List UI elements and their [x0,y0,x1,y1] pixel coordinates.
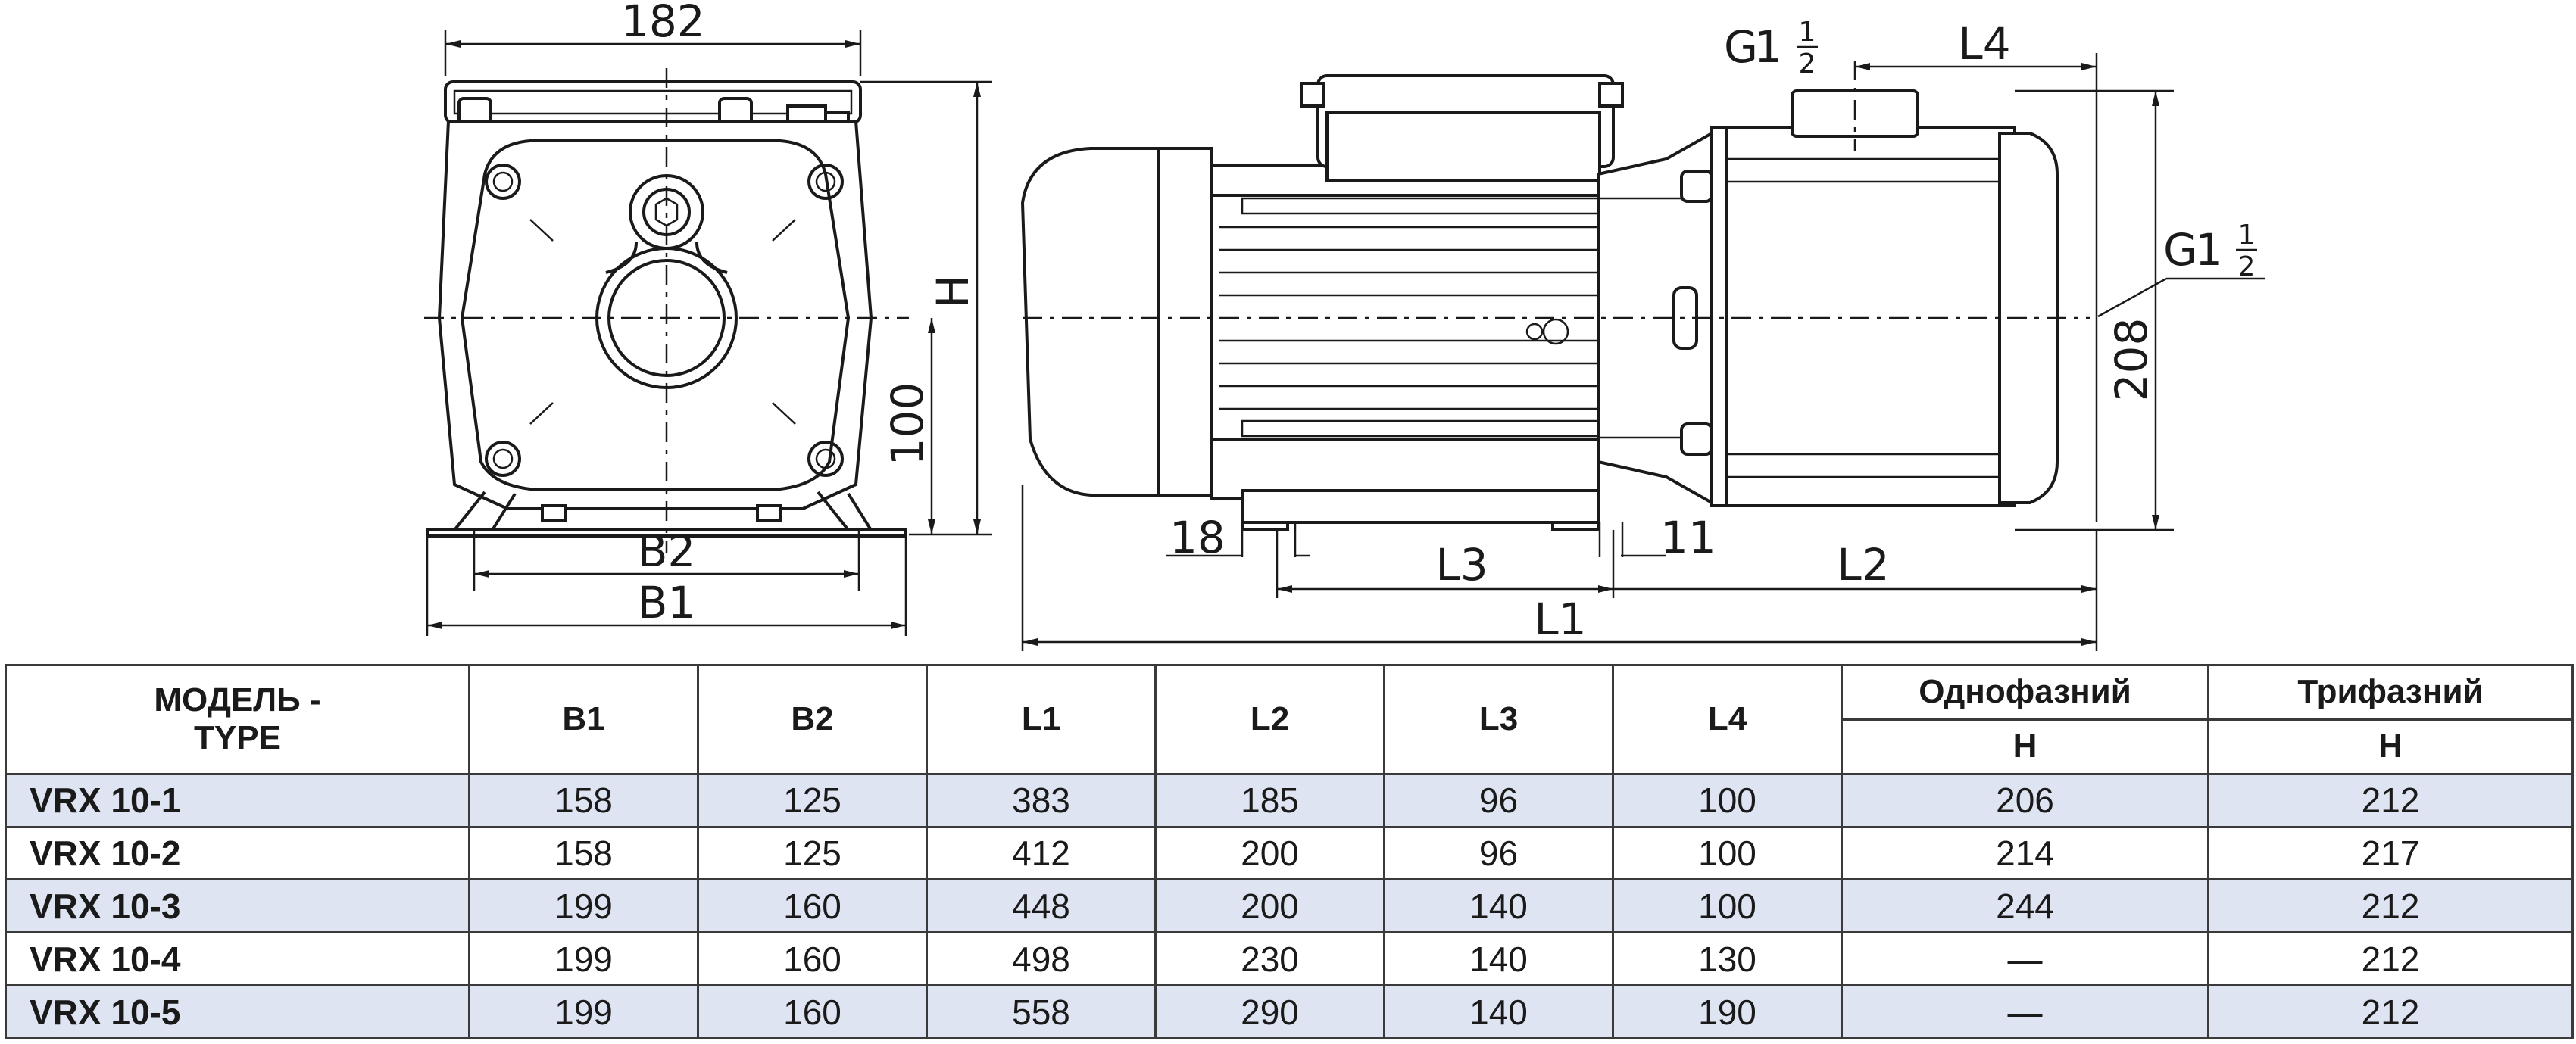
inlet-thread-label: G [2163,224,2197,276]
header-l2: L2 [1154,664,1385,775]
header-single-h: H [1841,718,2209,775]
svg-text:1: 1 [1799,17,1816,48]
dim-208-label: 208 [2106,318,2157,402]
technical-drawing: 182 H 100 B2 B1 [424,0,2265,651]
header-l3: L3 [1383,664,1614,775]
dim-l2-label: L2 [1837,539,1889,591]
header-three-phase: Трифазний [2207,664,2574,721]
dim-l1-label: L1 [1534,594,1586,645]
dim-b2-label: B2 [638,525,696,577]
header-b2: B2 [697,664,928,775]
header-model: МОДЕЛЬ - TYPE [5,664,470,775]
dim-182-label: 182 [621,0,705,47]
dimensions-table: МОДЕЛЬ - TYPE B1 B2 L1 L2 L3 L4 Однофазн… [5,664,2574,1039]
header-l4: L4 [1612,664,1843,775]
svg-text:1: 1 [1754,21,1782,73]
table-row: VRX 10-3 199 160 448 200 140 100 244 212 [5,878,2574,934]
header-three-h: H [2207,718,2574,775]
dim-100-label: 100 [882,382,933,466]
side-view: G 1 1 2 L4 G 1 1 2 208 18 11 L3 L2 [1020,17,2265,651]
dim-18-label: 18 [1169,512,1226,563]
header-l1: L1 [926,664,1157,775]
svg-text:2: 2 [1799,48,1816,79]
svg-text:2: 2 [2238,251,2256,282]
dim-h-label: H [927,275,979,308]
svg-text:1: 1 [2238,220,2256,251]
outlet-thread-label: G [1724,21,1758,73]
dim-l4-label: L4 [1958,18,2010,70]
dim-11-label: 11 [1660,512,1716,563]
front-view: 182 H 100 B2 B1 [424,0,992,636]
table-row: VRX 10-5 199 160 558 290 140 190 — 212 [5,984,2574,1039]
table-row: VRX 10-4 199 160 498 230 140 130 — 212 [5,931,2574,987]
header-b1: B1 [468,664,699,775]
table-row: VRX 10-1 158 125 383 185 96 100 206 212 [5,772,2574,828]
dim-b1-label: B1 [638,577,696,628]
header-single-phase: Однофазний [1841,664,2209,721]
svg-text:1: 1 [2195,224,2223,276]
table-row: VRX 10-2 158 125 412 200 96 100 214 217 [5,825,2574,881]
dim-l3-label: L3 [1435,539,1488,591]
